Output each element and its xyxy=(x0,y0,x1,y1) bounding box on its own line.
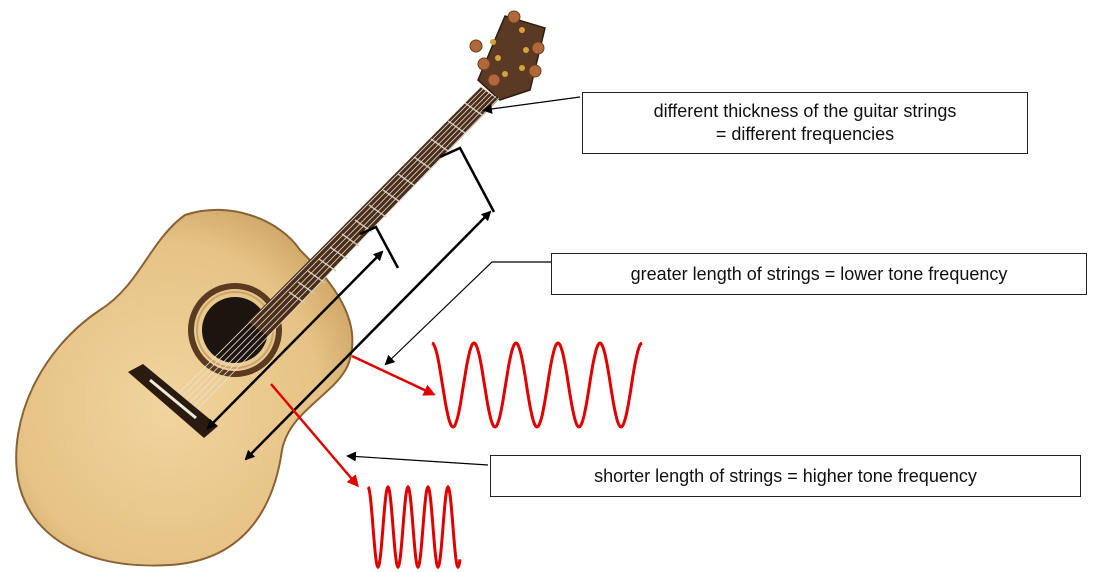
long-length-bracket xyxy=(439,146,496,213)
guitar-image xyxy=(15,10,546,567)
sound-hole xyxy=(202,297,268,363)
shorter-length-callout: shorter length of strings = higher tone … xyxy=(490,455,1081,497)
low-frequency-pointer-arrow xyxy=(351,354,436,396)
thickness-callout: different thickness of the guitar string… xyxy=(582,92,1028,154)
sine-wave-high-frequency xyxy=(366,484,462,570)
leader-lines xyxy=(346,96,581,466)
bridge xyxy=(128,364,218,438)
length-measure-arrows xyxy=(206,146,496,461)
thickness-callout-line2: = different frequencies xyxy=(715,124,895,144)
shorter-length-leader-line xyxy=(346,451,489,466)
headstock xyxy=(477,15,546,101)
shorter-length-callout-text: shorter length of strings = higher tone … xyxy=(594,465,977,486)
long-length-arrow xyxy=(244,210,492,461)
high-frequency-pointer-arrow xyxy=(270,383,359,488)
tuning-pegs xyxy=(469,10,545,87)
greater-length-callout: greater length of strings = lower tone f… xyxy=(551,253,1087,295)
greater-length-leader-line xyxy=(384,261,551,366)
sine-wave-low-frequency xyxy=(431,341,643,429)
thickness-callout-line1: different thickness of the guitar string… xyxy=(653,101,957,121)
greater-length-callout-text: greater length of strings = lower tone f… xyxy=(630,263,1008,284)
wave-pointer-arrows xyxy=(270,354,436,488)
thickness-leader-line xyxy=(482,96,581,114)
